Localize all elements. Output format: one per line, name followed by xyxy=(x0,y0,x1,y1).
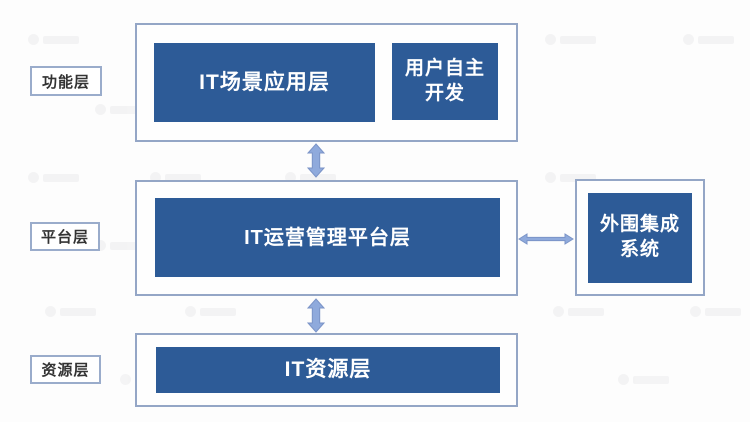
watermark xyxy=(683,34,734,45)
watermark xyxy=(28,172,79,183)
watermark-logo-icon xyxy=(683,34,694,45)
watermark-logo-icon xyxy=(95,104,106,115)
horizontal-double-arrow xyxy=(518,233,574,245)
watermark xyxy=(690,306,741,317)
watermark xyxy=(28,34,79,45)
watermark-logo-icon xyxy=(120,374,131,385)
watermark-logo-icon xyxy=(545,172,556,183)
node-peripheral-integration-systems: 外围集成 系统 xyxy=(588,193,692,283)
watermark-logo-icon xyxy=(28,172,39,183)
watermark xyxy=(185,306,236,317)
watermark-logo-icon xyxy=(618,374,629,385)
watermark-logo-icon xyxy=(185,306,196,317)
vertical-double-arrow-bottom xyxy=(307,298,325,333)
layer-label-platform: 平台层 xyxy=(30,222,100,251)
watermark-logo-icon xyxy=(690,306,701,317)
watermark-logo-icon xyxy=(553,306,564,317)
layer-label-function: 功能层 xyxy=(30,66,102,96)
watermark-logo-icon xyxy=(45,306,56,317)
node-user-self-development: 用户自主 开发 xyxy=(392,43,498,120)
watermark-logo-icon xyxy=(545,34,556,45)
watermark xyxy=(553,306,604,317)
watermark xyxy=(618,374,669,385)
watermark xyxy=(45,306,96,317)
watermark xyxy=(545,34,596,45)
node-it-scenario-application: IT场景应用层 xyxy=(154,43,375,122)
watermark-logo-icon xyxy=(28,34,39,45)
layer-label-resource: 资源层 xyxy=(30,355,101,384)
node-it-resource-layer: IT资源层 xyxy=(156,347,500,393)
node-it-operations-platform: IT运营管理平台层 xyxy=(155,198,500,277)
vertical-double-arrow-top xyxy=(307,143,325,178)
